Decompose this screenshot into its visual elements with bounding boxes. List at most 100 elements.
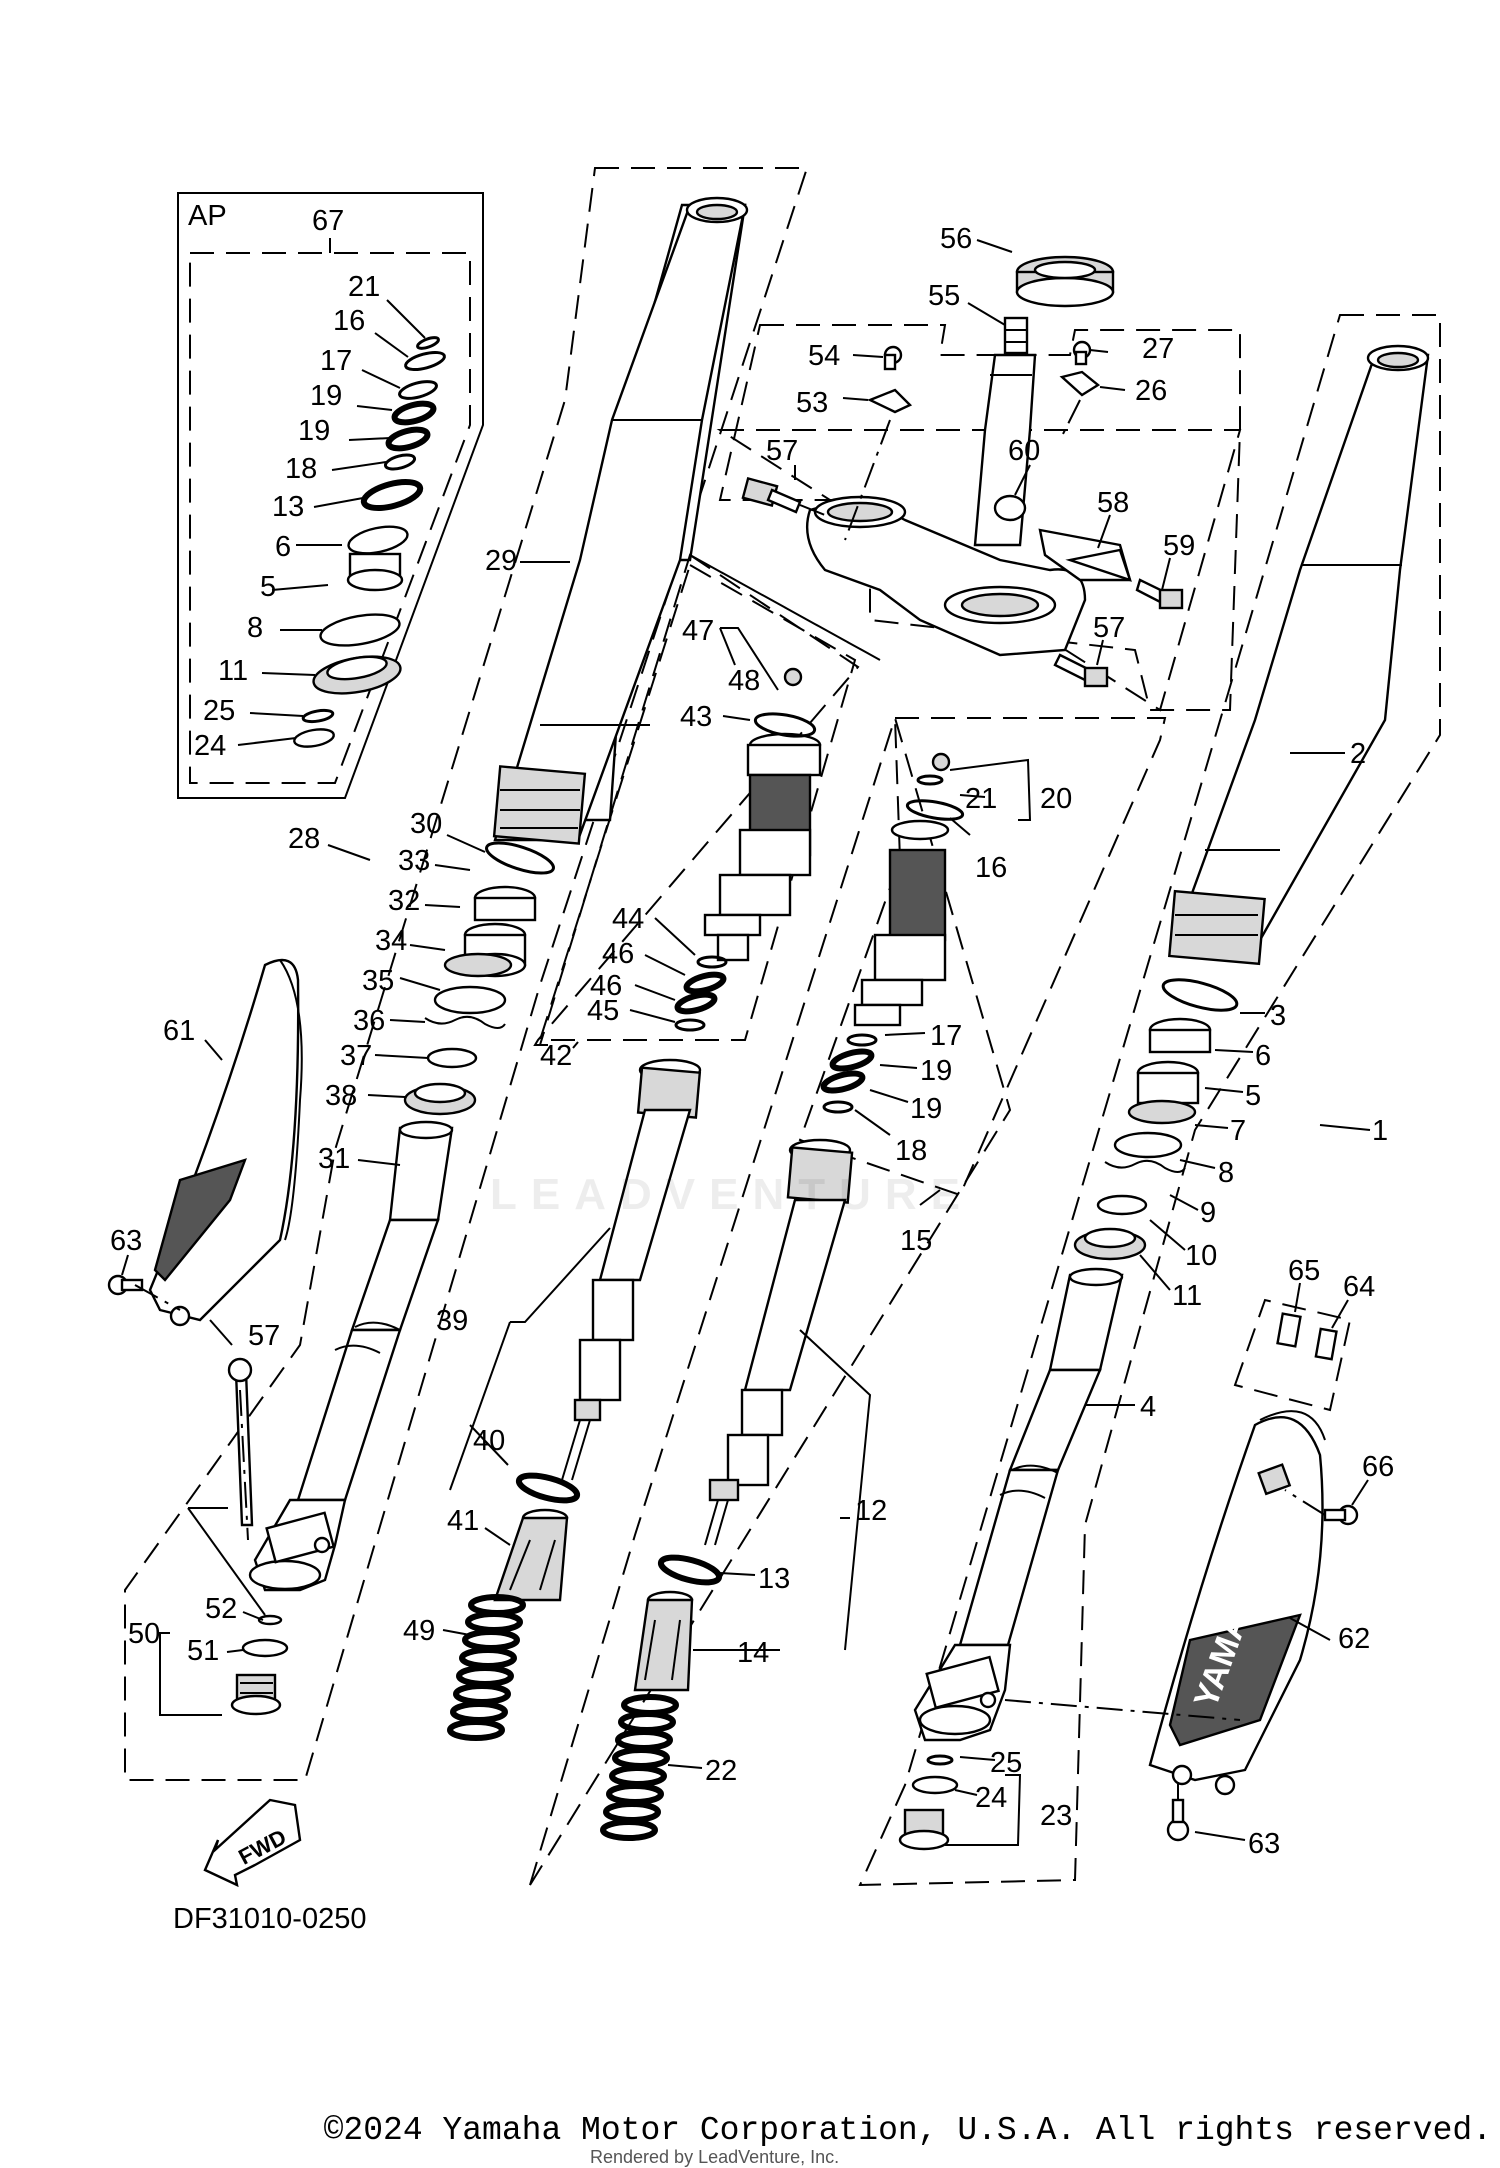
triple-clamp-assembly [716,255,1242,712]
callout-24: 24 [194,730,226,762]
leadventure-watermark: LEADVENTURE [490,1170,975,1219]
callout-37: 37 [340,1040,372,1072]
copyright-notice: ©2024 Yamaha Motor Corporation, U.S.A. A… [323,2112,1492,2149]
right-spring [600,1694,679,1841]
left-damper-callouts: 47 48 43 44 46 46 45 42 39 40 41 49 [403,615,779,1647]
callout-1: 1 [1372,1115,1388,1147]
right-fork-callouts: 2 3 6 5 7 8 9 10 11 4 1 25 24 23 [945,738,1388,1846]
callout-48: 48 [728,665,760,697]
callout-13: 13 [758,1563,790,1595]
callout-67: 67 [312,205,344,237]
callout-61: 61 [163,1015,195,1047]
right-damper-cartridge [529,714,1167,1886]
callout-11: 11 [218,655,248,687]
callout-47: 47 [682,615,714,647]
callout-26: 26 [1135,375,1167,407]
right-guard-callouts: 65 64 66 62 63 [1194,1255,1394,1860]
left-fork-assembly [124,167,809,1781]
callout-31: 31 [318,1143,350,1175]
callout-9: 9 [1200,1197,1216,1229]
callout-17: 17 [930,1020,962,1052]
callout-50: 50 [128,1618,160,1650]
callout-46: 46 [590,970,622,1002]
callout-56: 56 [940,223,972,255]
callout-17: 17 [320,345,352,377]
triple-clamp-callouts: 56 55 54 53 57 27 26 60 58 59 57 [766,223,1195,666]
callout-27: 27 [1142,333,1174,365]
inset-seal-stack [293,336,446,748]
diagram-code: DF31010-0250 [173,1903,366,1935]
callout-11: 11 [1172,1280,1202,1312]
callout-15: 15 [900,1225,932,1257]
callout-36: 36 [353,1005,385,1037]
callout-18: 18 [285,453,317,485]
callout-6: 6 [1255,1040,1271,1072]
inset-label: AP [188,200,227,232]
callout-24: 24 [975,1782,1007,1814]
callout-19: 19 [920,1055,952,1087]
fwd-arrow: FWD [203,1798,302,1888]
callout-23: 23 [1040,1800,1072,1832]
callout-10: 10 [1185,1240,1217,1272]
callout-30: 30 [410,808,442,840]
callout-52: 52 [205,1593,237,1625]
callout-4: 4 [1140,1391,1156,1423]
callout-65: 65 [1288,1255,1320,1287]
callout-16: 16 [975,852,1007,884]
callout-42: 42 [540,1040,572,1072]
callout-35: 35 [362,965,394,997]
callout-40: 40 [473,1425,505,1457]
callout-39: 39 [436,1305,468,1337]
left-damper-cartridge [447,553,881,1741]
callout-44: 44 [612,903,644,935]
callout-5: 5 [1245,1080,1261,1112]
right-fork-guard: YAMAHA [1004,1298,1359,1842]
callout-64: 64 [1343,1271,1375,1303]
right-damper-callouts: 21 20 16 17 19 19 18 15 12 13 14 22 [667,758,1072,1787]
callout-38: 38 [325,1080,357,1112]
left-spring [447,1594,526,1741]
callout-13: 13 [272,491,304,523]
callout-57: 57 [1093,612,1125,644]
callout-8: 8 [247,612,263,644]
callout-3: 3 [1270,1000,1286,1032]
callout-21: 21 [348,271,380,303]
callout-12: 12 [855,1495,887,1527]
callout-7: 7 [1230,1115,1246,1147]
rendered-by-note: Rendered by LeadVenture, Inc. [590,2147,840,2167]
callout-18: 18 [895,1135,927,1167]
callout-66: 66 [1362,1451,1394,1483]
callout-49: 49 [403,1615,435,1647]
callout-63: 63 [1248,1828,1280,1860]
callout-54: 54 [808,340,840,372]
callout-19: 19 [298,415,330,447]
callout-62: 62 [1338,1623,1370,1655]
callout-25: 25 [203,695,235,727]
callout-63: 63 [110,1225,142,1257]
callout-45: 45 [587,995,619,1027]
callout-21: 21 [965,783,997,815]
callout-58: 58 [1097,487,1129,519]
callout-33: 33 [398,845,430,877]
callout-2: 2 [1350,738,1366,770]
right-fork-assembly [858,314,1441,1887]
callout-8: 8 [1218,1157,1234,1189]
callout-14: 14 [737,1637,769,1669]
callout-16: 16 [333,305,365,337]
callout-22: 22 [705,1755,737,1787]
callout-46: 46 [602,938,634,970]
callout-32: 32 [388,885,420,917]
callout-51: 51 [187,1635,219,1667]
callout-43: 43 [680,701,712,733]
callout-28: 28 [288,823,320,855]
callout-60: 60 [1008,435,1040,467]
left-fork-guard: 61 63 [107,958,303,1327]
callout-5: 5 [260,571,276,603]
callout-25: 25 [990,1747,1022,1779]
callout-41: 41 [447,1505,479,1537]
callout-55: 55 [928,280,960,312]
callout-29: 29 [485,545,517,577]
callout-59: 59 [1163,530,1195,562]
callout-34: 34 [375,925,407,957]
